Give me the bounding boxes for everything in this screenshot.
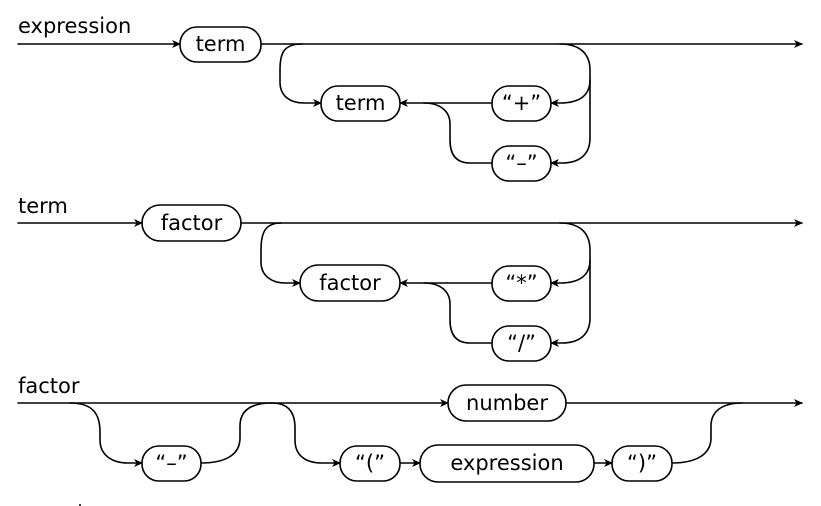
svg-text:factor: factor [319,271,381,295]
connector-line [550,79,591,167]
node-divide[interactable]: “/” [491,325,552,362]
svg-text:“–”: “–” [505,151,537,175]
svg-text:“)”: “)” [627,451,657,475]
node-term-main[interactable]: term [179,26,262,63]
svg-text:“(”: “(” [355,451,385,475]
svg-text:term: term [336,91,386,115]
node-right-paren[interactable]: “)” [611,445,673,482]
rule-term: term factor factor “*” “/” [17,194,803,362]
connector-line [550,43,591,107]
connector-line [271,402,341,467]
connector-line [69,402,143,467]
connector-line [671,402,743,464]
rule-label-expression: expression [18,14,131,38]
node-expression[interactable]: expression [419,444,595,483]
connector-line [550,222,591,287]
rule-expression: expression term term “+” “–” [17,14,803,182]
svg-text:factor: factor [161,211,223,235]
connector-line [550,259,591,347]
node-term-repeat[interactable]: term [320,85,401,122]
rule-factor: factor number “–” “(” expression [17,374,803,483]
rule-label-term: term [18,194,68,218]
connector-line [260,222,301,287]
svg-text:expression: expression [450,451,563,475]
connector-line [423,282,493,344]
connector-line [200,402,273,464]
connector-line [423,102,493,164]
node-left-paren[interactable]: “(” [339,445,401,482]
svg-text:“–”: “–” [155,451,187,475]
connector-line [279,43,322,107]
node-number[interactable]: number [447,384,567,422]
svg-text:term: term [196,32,246,56]
node-factor-repeat[interactable]: factor [299,264,401,302]
svg-text:number: number [466,391,548,415]
node-factor-main[interactable]: factor [141,204,242,242]
svg-text:“+”: “+” [502,91,541,115]
node-plus[interactable]: “+” [491,85,552,122]
node-negative[interactable]: “–” [141,445,202,482]
svg-text:“/”: “/” [507,331,536,355]
rule-label-factor: factor [18,374,80,398]
svg-text:“*”: “*” [505,271,537,295]
node-minus[interactable]: “–” [491,145,552,182]
node-times[interactable]: “*” [491,265,552,302]
